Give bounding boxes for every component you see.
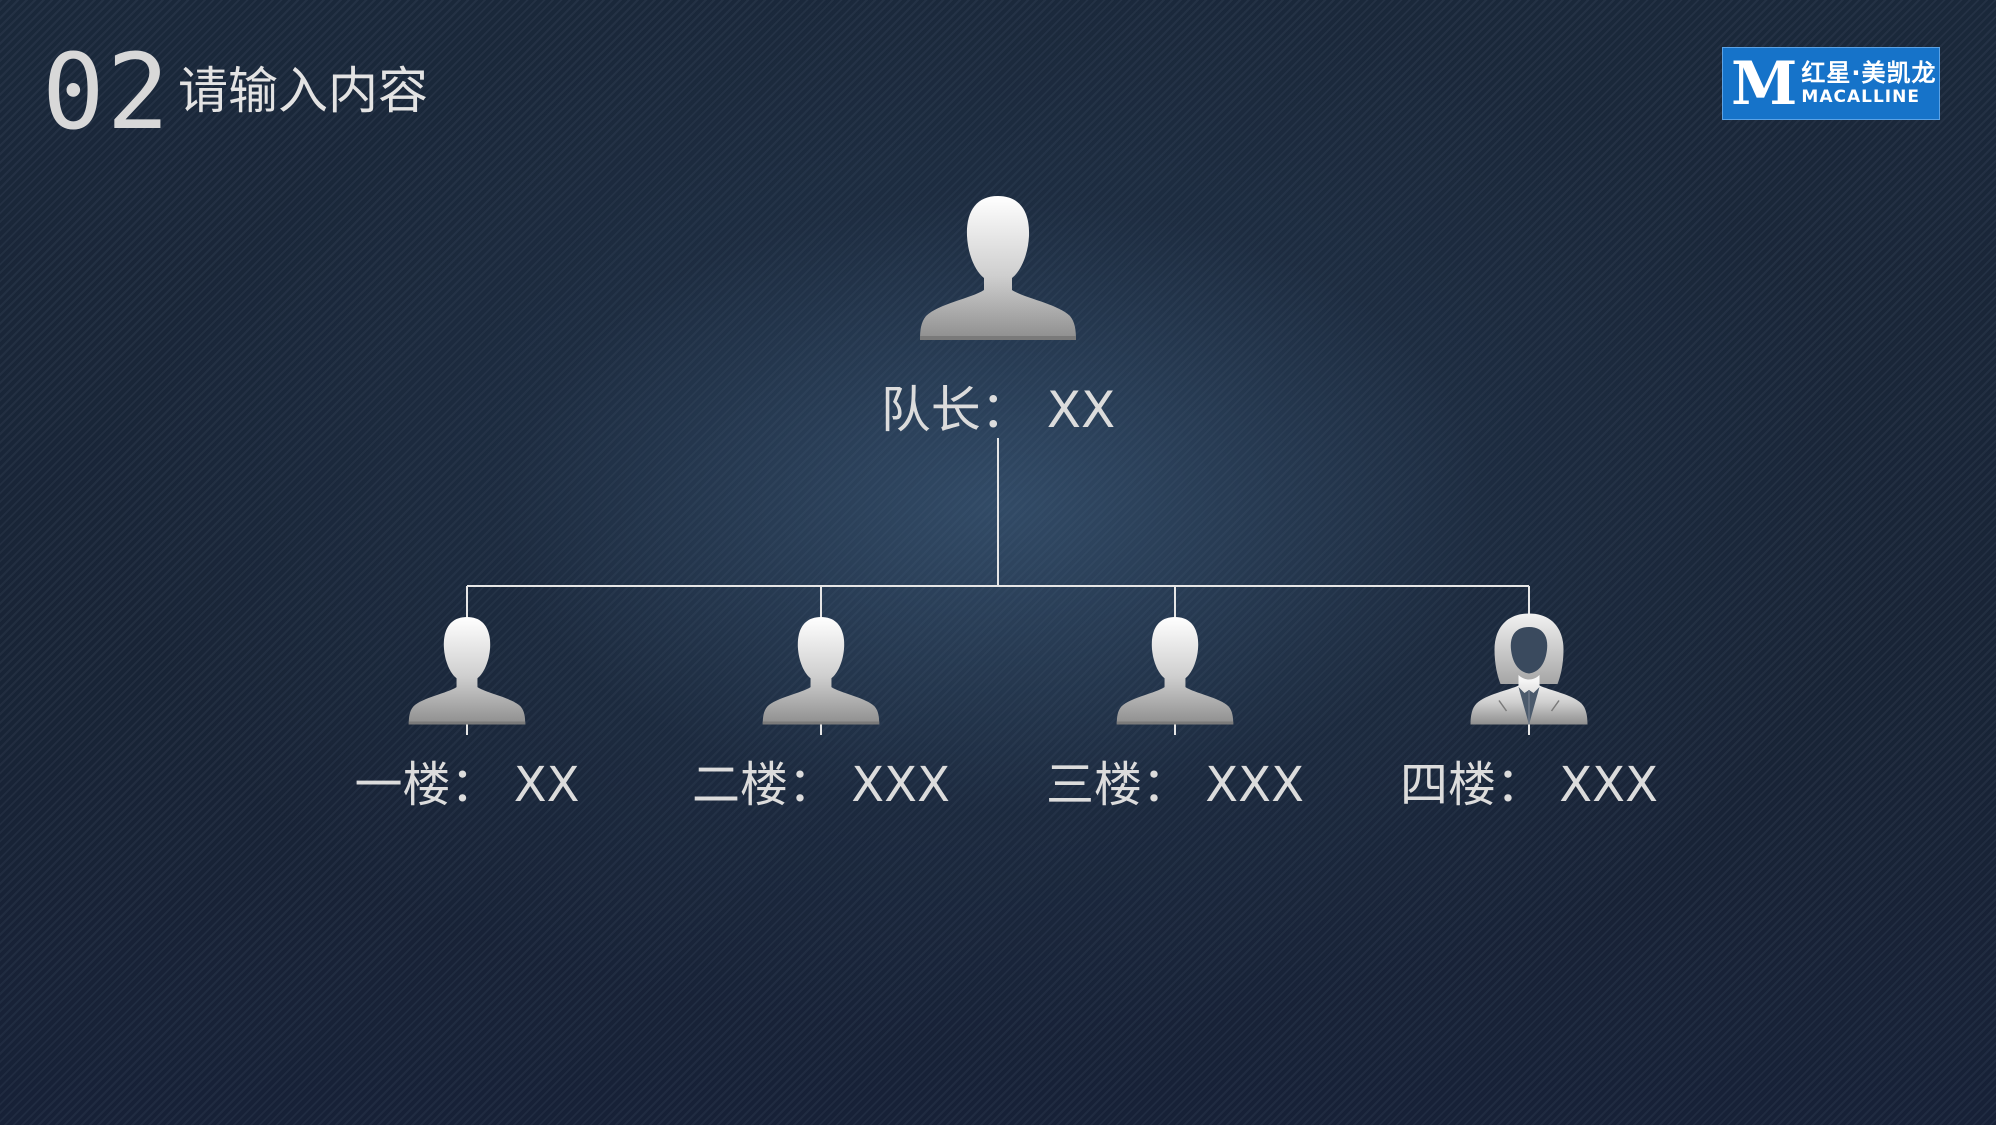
logo-text: 红星·美凯龙 MACALLINE [1801, 58, 1937, 108]
slide-title: 请输入内容 [178, 62, 428, 120]
member-avatar-1 [407, 614, 527, 726]
member-avatar-3 [1115, 614, 1235, 726]
leader-avatar [918, 192, 1078, 342]
leader-label: 队长： XX [880, 381, 1116, 439]
male-user-icon [920, 196, 1076, 340]
logo-mark: M [1731, 48, 1798, 119]
slide-number: 02 [42, 31, 172, 153]
member-label-3: 三楼： XXX [1046, 757, 1304, 813]
logo-chinese-name: 红星·美凯龙 [1801, 58, 1937, 87]
male-user-icon [408, 616, 526, 725]
male-user-icon [1116, 616, 1234, 725]
member-label-2: 二楼： XXX [692, 757, 950, 813]
member-avatar-2 [761, 614, 881, 726]
member-avatar-4 [1469, 612, 1589, 726]
logo-english-name: MACALLINE [1801, 87, 1920, 108]
member-label-1: 一楼： XX [354, 757, 580, 813]
brand-logo: M 红星·美凯龙 MACALLINE [1722, 47, 1940, 120]
female-user-icon [1470, 613, 1588, 725]
member-label-4: 四楼： XXX [1400, 757, 1658, 813]
male-user-icon [762, 616, 880, 725]
